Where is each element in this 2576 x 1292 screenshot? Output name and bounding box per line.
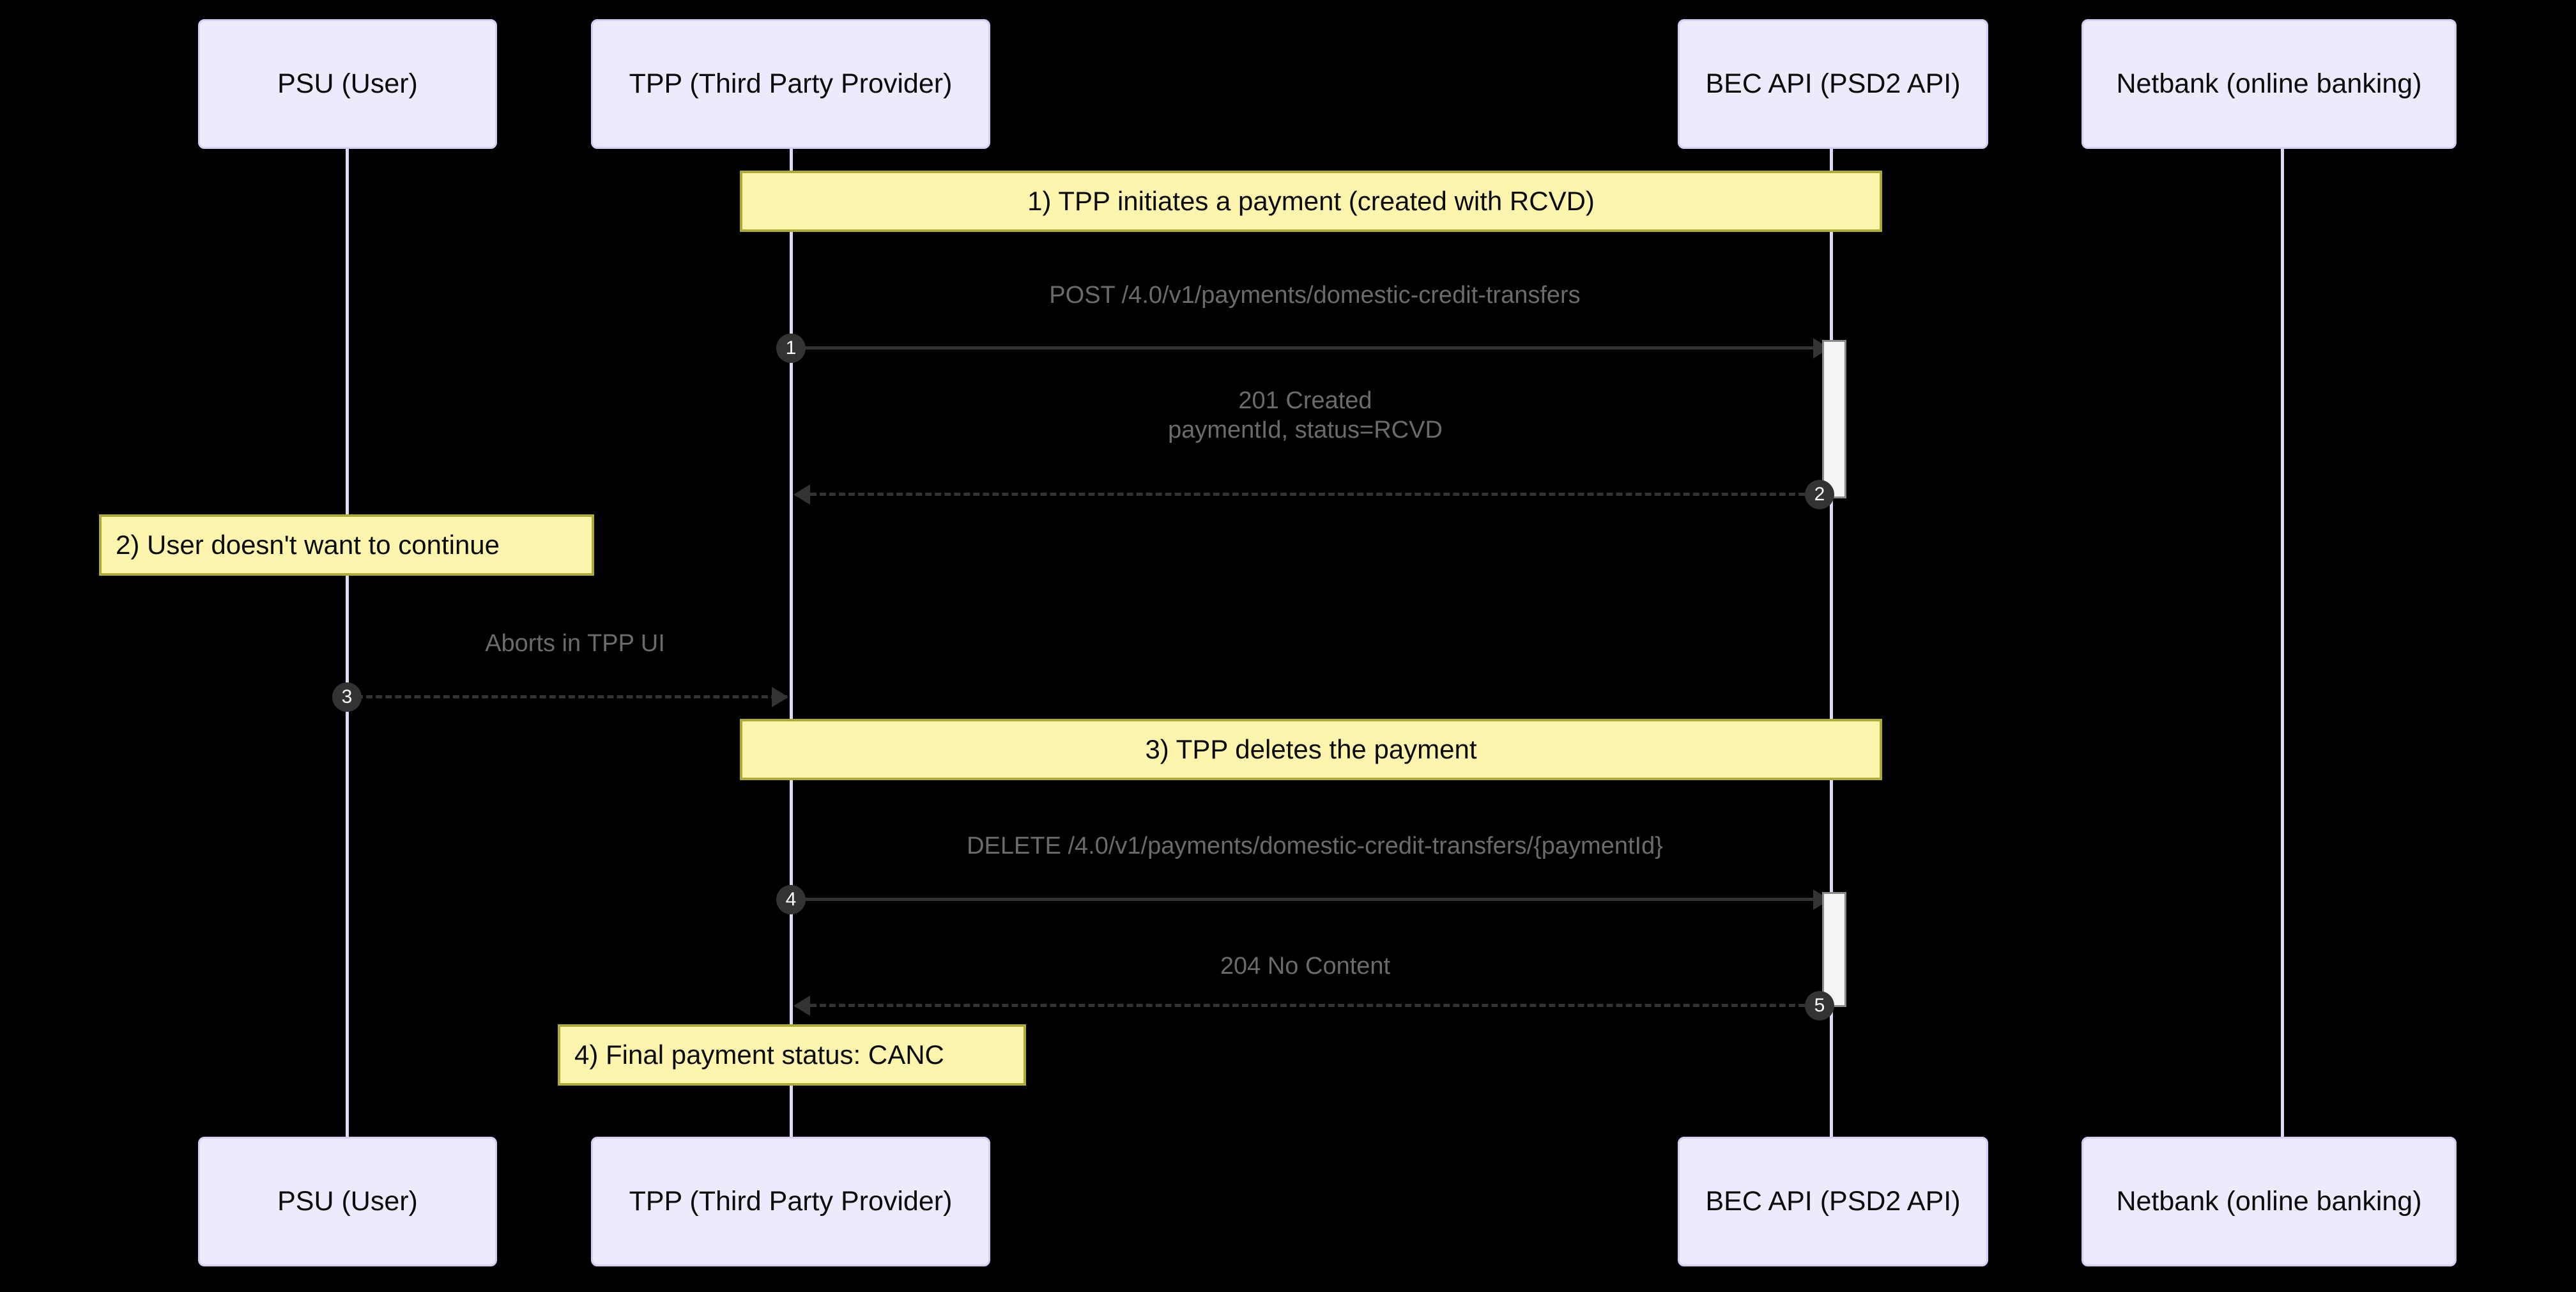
actor-label-bec-top: BEC API (PSD2 API) — [1705, 68, 1961, 99]
note-text-4: 4) Final payment status: CANC — [574, 1040, 944, 1070]
note-final-payment-status: 4) Final payment status: CANC — [558, 1024, 1026, 1086]
message-arrowhead-201-created — [793, 484, 810, 505]
actor-box-netbank-bottom[interactable]: Netbank (online banking) — [2082, 1137, 2457, 1266]
message-label-post: POST /4.0/v1/payments/domestic-credit-tr… — [799, 281, 1831, 311]
sequence-badge-4-text: 4 — [785, 889, 797, 910]
actor-label-netbank-bottom: Netbank (online banking) — [2116, 1185, 2422, 1217]
actor-box-tpp-top[interactable]: TPP (Third Party Provider) — [591, 19, 990, 149]
activation-bar-bec-1 — [1822, 340, 1846, 498]
lifeline-psu — [346, 148, 349, 1183]
actor-box-bec-bottom[interactable]: BEC API (PSD2 API) — [1678, 1137, 1988, 1266]
message-line-204-no-content — [810, 1004, 1814, 1007]
message-label-aborts-line1: Aborts in TPP UI — [485, 630, 665, 657]
actor-box-tpp-bottom[interactable]: TPP (Third Party Provider) — [591, 1137, 990, 1266]
actor-box-psu-top[interactable]: PSU (User) — [198, 19, 497, 149]
message-line-post — [800, 346, 1813, 350]
actor-box-bec-top[interactable]: BEC API (PSD2 API) — [1678, 19, 1988, 149]
sequence-badge-5: 5 — [1805, 991, 1834, 1020]
message-label-201-line2: paymentId, status=RCVD — [1168, 416, 1443, 443]
note-tpp-initiates-payment: 1) TPP initiates a payment (created with… — [740, 171, 1882, 232]
actor-label-netbank-top: Netbank (online banking) — [2116, 68, 2422, 99]
message-label-delete: DELETE /4.0/v1/payments/domestic-credit-… — [799, 832, 1831, 861]
sequence-badge-4: 4 — [776, 885, 806, 914]
sequence-badge-1: 1 — [776, 334, 806, 363]
sequence-badge-3: 3 — [332, 682, 362, 712]
lifeline-netbank — [2281, 148, 2284, 1183]
actor-label-tpp-top: TPP (Third Party Provider) — [629, 68, 953, 99]
message-arrowhead-aborts — [772, 687, 788, 707]
message-label-post-line1: POST /4.0/v1/payments/domestic-credit-tr… — [1049, 282, 1581, 309]
message-label-204-line1: 204 No Content — [1220, 953, 1391, 980]
activation-bar-bec-2 — [1822, 892, 1846, 1007]
sequence-badge-1-text: 1 — [785, 337, 797, 358]
message-label-201-line1: 201 Created — [1238, 387, 1372, 414]
lifeline-tpp — [790, 148, 793, 1183]
sequence-badge-5-text: 5 — [1814, 995, 1825, 1016]
lifeline-bec — [1830, 148, 1833, 1183]
message-line-201-created — [810, 493, 1814, 496]
note-text-2: 2) User doesn't want to continue — [116, 530, 500, 560]
sequence-badge-2-text: 2 — [1814, 484, 1825, 505]
actor-label-bec-bottom: BEC API (PSD2 API) — [1705, 1185, 1961, 1217]
message-label-204-no-content: 204 No Content — [799, 952, 1812, 981]
actor-label-psu-bottom: PSU (User) — [277, 1185, 418, 1217]
note-text-3: 3) TPP deletes the payment — [1145, 734, 1477, 764]
actor-label-psu-top: PSU (User) — [277, 68, 418, 99]
actor-box-psu-bottom[interactable]: PSU (User) — [198, 1137, 497, 1266]
sequence-badge-2: 2 — [1805, 480, 1834, 509]
message-label-aborts: Aborts in TPP UI — [358, 629, 792, 659]
sequence-badge-3-text: 3 — [341, 686, 353, 707]
actor-label-tpp-bottom: TPP (Third Party Provider) — [629, 1185, 953, 1217]
message-label-201-created: 201 Created paymentId, status=RCVD — [799, 387, 1812, 445]
actor-box-netbank-top[interactable]: Netbank (online banking) — [2082, 19, 2457, 149]
message-label-delete-line1: DELETE /4.0/v1/payments/domestic-credit-… — [967, 833, 1663, 859]
note-user-doesnt-want-to-continue: 2) User doesn't want to continue — [99, 514, 594, 576]
note-text-1: 1) TPP initiates a payment (created with… — [1027, 186, 1595, 216]
note-tpp-deletes-payment: 3) TPP deletes the payment — [740, 719, 1882, 780]
message-line-aborts — [356, 695, 787, 698]
message-arrowhead-204-no-content — [793, 996, 810, 1016]
message-line-delete — [800, 898, 1813, 901]
